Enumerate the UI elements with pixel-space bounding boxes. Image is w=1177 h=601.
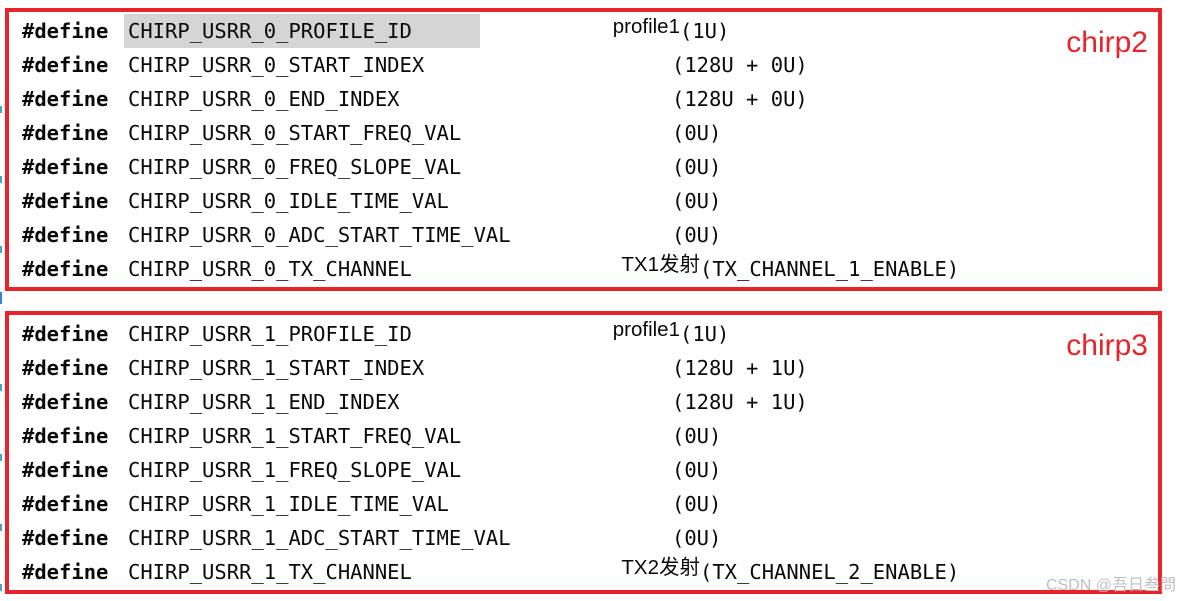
- macro-value: (0U): [672, 492, 722, 516]
- code-line: #define CHIRP_USRR_0_TX_CHANNEL TX1发射 (T…: [9, 252, 1158, 286]
- chirp2-annotation-box: #define CHIRP_USRR_0_PROFILE_ID profile1…: [5, 8, 1162, 291]
- code-line: #define CHIRP_USRR_0_END_INDEX (128U + 0…: [9, 82, 1158, 116]
- chirp3-code-lines: #define CHIRP_USRR_1_PROFILE_ID profile1…: [9, 315, 1158, 590]
- define-keyword: #define: [22, 87, 109, 111]
- macro-name: CHIRP_USRR_0_END_INDEX: [128, 87, 400, 111]
- code-line: #define CHIRP_USRR_0_ADC_START_TIME_VAL …: [9, 218, 1158, 252]
- define-keyword: #define: [22, 322, 109, 346]
- macro-name: CHIRP_USRR_0_ADC_START_TIME_VAL: [128, 223, 511, 247]
- macro-value: (0U): [672, 223, 722, 247]
- macro-value: (TX_CHANNEL_1_ENABLE): [700, 257, 960, 281]
- code-line: #define CHIRP_USRR_1_END_INDEX (128U + 1…: [9, 385, 1158, 419]
- macro-name: CHIRP_USRR_1_START_INDEX: [128, 356, 425, 380]
- gutter-change-marks: [0, 106, 2, 113]
- chirp2-box-label: chirp2: [1066, 26, 1148, 59]
- macro-name: CHIRP_USRR_1_IDLE_TIME_VAL: [128, 492, 449, 516]
- annotation-label: profile1: [612, 15, 680, 38]
- macro-value: (0U): [672, 155, 722, 179]
- code-line: #define CHIRP_USRR_1_START_FREQ_VAL (0U): [9, 419, 1158, 453]
- macro-value: (128U + 0U): [672, 53, 808, 77]
- macro-name: CHIRP_USRR_0_TX_CHANNEL: [128, 257, 412, 281]
- define-keyword: #define: [22, 19, 109, 43]
- macro-value: (0U): [672, 121, 722, 145]
- csdn-watermark: CSDN @吾日叁問: [1045, 577, 1176, 594]
- macro-name: CHIRP_USRR_0_IDLE_TIME_VAL: [128, 189, 449, 213]
- define-keyword: #define: [22, 257, 109, 281]
- define-keyword: #define: [22, 458, 109, 482]
- macro-value: (1U): [680, 19, 730, 43]
- macro-value: (TX_CHANNEL_2_ENABLE): [700, 560, 960, 584]
- code-line: #define CHIRP_USRR_0_FREQ_SLOPE_VAL (0U): [9, 150, 1158, 184]
- define-keyword: #define: [22, 424, 109, 448]
- code-line: #define CHIRP_USRR_0_START_FREQ_VAL (0U): [9, 116, 1158, 150]
- macro-name: CHIRP_USRR_1_END_INDEX: [128, 390, 400, 414]
- code-line: #define CHIRP_USRR_1_FREQ_SLOPE_VAL (0U): [9, 453, 1158, 487]
- code-line: #define CHIRP_USRR_0_IDLE_TIME_VAL (0U): [9, 184, 1158, 218]
- code-line: #define CHIRP_USRR_1_IDLE_TIME_VAL (0U): [9, 487, 1158, 521]
- macro-value: (128U + 0U): [672, 87, 808, 111]
- define-keyword: #define: [22, 560, 109, 584]
- macro-value: (128U + 1U): [672, 356, 808, 380]
- code-line: #define CHIRP_USRR_1_ADC_START_TIME_VAL …: [9, 521, 1158, 555]
- macro-name: CHIRP_USRR_0_START_FREQ_VAL: [128, 121, 462, 145]
- macro-name: CHIRP_USRR_1_FREQ_SLOPE_VAL: [128, 458, 462, 482]
- define-keyword: #define: [22, 53, 109, 77]
- macro-value: (0U): [672, 458, 722, 482]
- macro-value: (0U): [672, 424, 722, 448]
- macro-name: CHIRP_USRR_1_PROFILE_ID: [128, 322, 412, 346]
- define-keyword: #define: [22, 155, 109, 179]
- macro-value: (0U): [672, 189, 722, 213]
- macro-name: CHIRP_USRR_0_FREQ_SLOPE_VAL: [128, 155, 462, 179]
- macro-value: (128U + 1U): [672, 390, 808, 414]
- annotation-label: profile1: [612, 318, 680, 341]
- define-keyword: #define: [22, 492, 109, 516]
- code-line: #define CHIRP_USRR_0_START_INDEX (128U +…: [9, 48, 1158, 82]
- code-line: #define CHIRP_USRR_1_START_INDEX (128U +…: [9, 351, 1158, 385]
- macro-value: (0U): [672, 526, 722, 550]
- define-keyword: #define: [22, 390, 109, 414]
- define-keyword: #define: [22, 356, 109, 380]
- define-keyword: #define: [22, 121, 109, 145]
- chirp3-box-label: chirp3: [1066, 329, 1148, 362]
- gutter-change-mark-large: [0, 292, 2, 304]
- annotation-label: TX1发射: [621, 253, 700, 276]
- code-line: #define CHIRP_USRR_1_PROFILE_ID profile1…: [9, 317, 1158, 351]
- chirp3-annotation-box: #define CHIRP_USRR_1_PROFILE_ID profile1…: [5, 311, 1162, 594]
- define-keyword: #define: [22, 223, 109, 247]
- macro-name: CHIRP_USRR_0_START_INDEX: [128, 53, 425, 77]
- macro-name: CHIRP_USRR_1_TX_CHANNEL: [128, 560, 412, 584]
- define-keyword: #define: [22, 189, 109, 213]
- macro-name: CHIRP_USRR_0_PROFILE_ID: [124, 14, 480, 48]
- macro-name: CHIRP_USRR_1_START_FREQ_VAL: [128, 424, 462, 448]
- macro-value: (1U): [680, 322, 730, 346]
- code-line: #define CHIRP_USRR_0_PROFILE_ID profile1…: [9, 14, 1158, 48]
- define-keyword: #define: [22, 526, 109, 550]
- macro-name: CHIRP_USRR_1_ADC_START_TIME_VAL: [128, 526, 511, 550]
- code-line: #define CHIRP_USRR_1_TX_CHANNEL TX2发射 (T…: [9, 555, 1158, 589]
- chirp2-code-lines: #define CHIRP_USRR_0_PROFILE_ID profile1…: [9, 12, 1158, 287]
- annotation-label: TX2发射: [621, 556, 700, 579]
